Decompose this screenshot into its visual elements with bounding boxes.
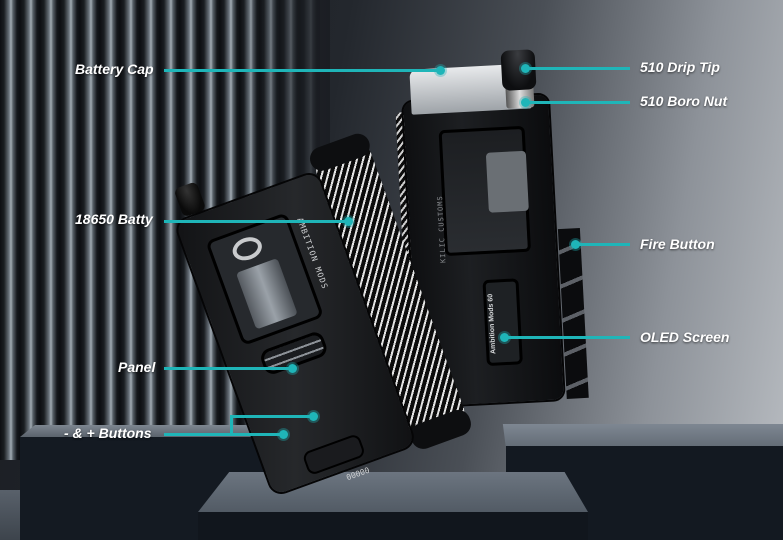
callout-dot-battery [344, 217, 353, 226]
fire-button-ribs [557, 228, 589, 399]
callout-line-drip-tip [528, 67, 630, 70]
tank-glass [485, 150, 529, 213]
callout-dot-minus-button [279, 430, 288, 439]
callout-dot-fire-button [571, 240, 580, 249]
callout-line-plus-button [230, 415, 312, 418]
callout-dot-plus-button [309, 412, 318, 421]
label-buttons: - & + Buttons [64, 425, 152, 441]
label-fire-button: Fire Button [640, 236, 715, 252]
drip-tip [500, 49, 537, 91]
label-battery-cap: Battery Cap [75, 61, 154, 77]
callout-line-battery-cap [164, 69, 440, 72]
label-panel: Panel [118, 359, 156, 375]
callout-line-battery [164, 220, 348, 223]
label-drip-tip: 510 Drip Tip [640, 59, 720, 75]
callout-dot-oled-screen [500, 333, 509, 342]
callout-line-fire-button [578, 243, 630, 246]
pedestal-right-top [502, 424, 783, 446]
callout-connector-buttons [230, 415, 233, 435]
callout-dot-drip-tip [521, 64, 530, 73]
callout-line-oled-screen [507, 336, 630, 339]
label-boro-nut: 510 Boro Nut [640, 93, 728, 109]
callout-dot-panel [288, 364, 297, 373]
label-battery: 18650 Batty [75, 211, 153, 227]
pedestal-middle-top [198, 472, 588, 512]
callout-dot-battery-cap [436, 66, 445, 75]
callout-dot-boro-nut [521, 98, 530, 107]
pedestal-middle [198, 512, 588, 540]
callout-line-minus-button [164, 433, 282, 436]
callout-line-panel [164, 367, 290, 370]
label-oled-screen: OLED Screen [640, 329, 730, 345]
callout-line-boro-nut [528, 101, 630, 104]
